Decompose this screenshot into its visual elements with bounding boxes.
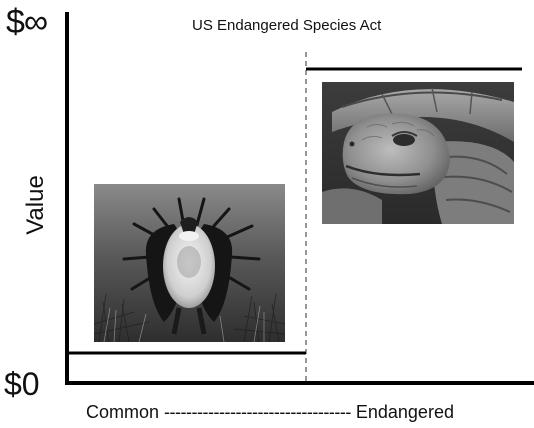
y-axis-min-label: $0 bbox=[4, 365, 40, 403]
x-axis-separator: ---------------------------------- bbox=[164, 402, 351, 422]
x-axis-left-label: Common bbox=[86, 402, 159, 422]
sage-grouse-photo bbox=[94, 184, 285, 342]
tortoise-photo bbox=[322, 82, 514, 224]
x-axis-title: Common ---------------------------------… bbox=[86, 402, 530, 423]
x-axis-right-label: Endangered bbox=[356, 402, 454, 422]
diagram-title: US Endangered Species Act bbox=[192, 17, 381, 34]
y-axis-max-label: $∞ bbox=[6, 2, 47, 42]
y-axis-title-text: Value bbox=[22, 175, 50, 235]
y-axis-title: Value bbox=[6, 160, 66, 250]
